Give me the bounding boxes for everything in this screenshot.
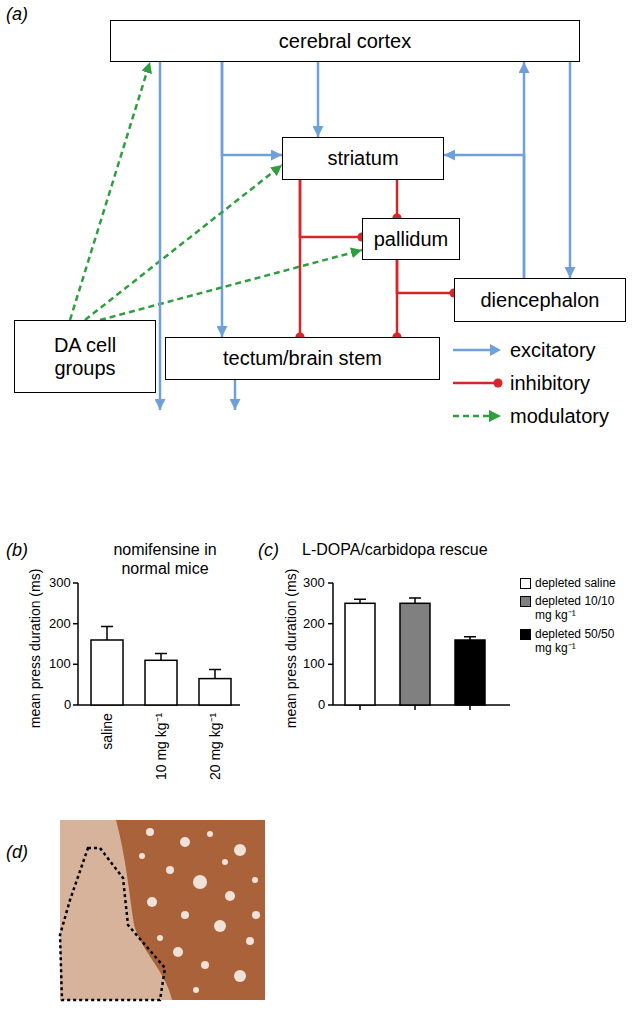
panel-letter: (d): [6, 842, 28, 864]
region-box: striatum: [282, 137, 444, 180]
category-label: saline: [98, 713, 115, 750]
chart-b: [73, 583, 240, 705]
tick-label: 0: [318, 697, 325, 713]
region-name: pallidum: [374, 228, 448, 251]
legend-entry: inhibitory: [510, 371, 590, 395]
bar: [91, 640, 123, 705]
modulatory-connector: [70, 62, 150, 320]
tick-label: 100: [49, 656, 71, 672]
inhibitory-connector: [300, 180, 362, 237]
error-bar: [354, 599, 366, 603]
y-axis: [77, 583, 79, 705]
tick-label: 200: [303, 616, 325, 632]
chart-title: L-DOPA/carbidopa rescue: [302, 540, 488, 559]
photo-ground: [60, 820, 265, 1000]
excitatory-connector: [317, 62, 320, 137]
bar: [145, 660, 177, 705]
tick-label: 300: [49, 575, 71, 591]
legend-swatch: [520, 596, 531, 607]
stained-region: [116, 820, 265, 1000]
tissue-spots: [139, 828, 260, 993]
legend-entry: depleted 10/10 mg kg⁻¹: [520, 594, 628, 623]
legend-text: depleted 50/50 mg kg⁻¹: [535, 627, 628, 656]
region-box: diencephalon: [454, 278, 626, 322]
modulatory-sample: [453, 415, 491, 418]
axis-title: mean press duration (ms): [27, 568, 44, 728]
legend-entry: depleted 50/50 mg kg⁻¹: [520, 627, 628, 656]
tick: [328, 623, 333, 625]
error-bar: [155, 653, 167, 660]
region-box: pallidum: [362, 218, 460, 260]
region-name: diencephalon: [481, 289, 600, 312]
excitatory-sample: [453, 349, 492, 352]
tick: [414, 705, 416, 710]
panel-letter: (a): [6, 4, 28, 26]
tick: [73, 582, 78, 584]
error-bar: [464, 637, 476, 640]
inhibitory-dot: [494, 379, 503, 388]
region-box: DA cell groups: [14, 320, 156, 393]
legend-swatch: [520, 629, 531, 640]
dotted-outline: [60, 848, 165, 1000]
output-arrow: [234, 380, 237, 410]
tick: [359, 705, 361, 710]
tick: [73, 704, 78, 706]
inhibitory-connector: [396, 180, 399, 218]
tissue-photo: [60, 820, 265, 1000]
tick-label: 100: [303, 656, 325, 672]
legend-entry: modulatory: [510, 404, 609, 428]
bar: [199, 679, 231, 705]
tick-label: 0: [64, 697, 71, 713]
legend-text: depleted 10/10 mg kg⁻¹: [535, 594, 628, 623]
tick-label: 200: [49, 616, 71, 632]
error-bar: [101, 627, 113, 641]
region-name: striatum: [327, 147, 398, 170]
excitatory-connector: [222, 62, 282, 155]
tick: [328, 582, 333, 584]
bar: [345, 603, 375, 705]
panel-letter: (b): [6, 540, 28, 562]
bar: [455, 640, 485, 705]
legend-samples: [453, 344, 503, 422]
axis-title: mean press duration (ms): [283, 568, 300, 728]
category-label: 10 mg kg⁻¹: [153, 713, 170, 780]
region-name: DA cell groups: [21, 334, 149, 380]
output-arrow: [159, 62, 162, 410]
legend-entry: excitatory: [510, 338, 596, 362]
region-box: cerebral cortex: [110, 20, 580, 62]
legend-text: modulatory: [510, 404, 609, 428]
tick: [73, 664, 78, 666]
inhibitory-connector: [299, 180, 302, 337]
tick: [73, 623, 78, 625]
tick-label: 300: [303, 575, 325, 591]
panel-letter: (c): [258, 540, 279, 562]
modulatory-connector: [100, 250, 362, 320]
legend-text: excitatory: [510, 338, 596, 362]
y-axis: [332, 583, 334, 705]
chart-title: nomifensine in normal mice: [95, 540, 235, 578]
bar: [400, 603, 430, 705]
region-box: tectum/brain stem: [165, 337, 440, 380]
chart-c: [328, 583, 510, 710]
excitatory-connector: [569, 62, 572, 278]
tick: [328, 704, 333, 706]
error-bar: [409, 598, 421, 603]
excitatory-head: [490, 344, 501, 356]
legend-text: inhibitory: [510, 371, 590, 395]
excitatory-connector: [221, 62, 224, 337]
legend-swatch: [520, 578, 531, 589]
tick: [328, 664, 333, 666]
legend-entry: depleted saline: [520, 576, 628, 590]
inhibitory-connector: [397, 260, 454, 293]
legend-text: depleted saline: [535, 576, 628, 590]
modulatory-connector: [85, 165, 282, 320]
error-bar: [209, 670, 221, 679]
modulatory-head: [489, 410, 501, 422]
inhibitory-sample: [453, 382, 496, 385]
region-name: cerebral cortex: [279, 30, 411, 53]
region-name: tectum/brain stem: [223, 347, 382, 370]
category-label: 20 mg kg⁻¹: [207, 713, 224, 780]
